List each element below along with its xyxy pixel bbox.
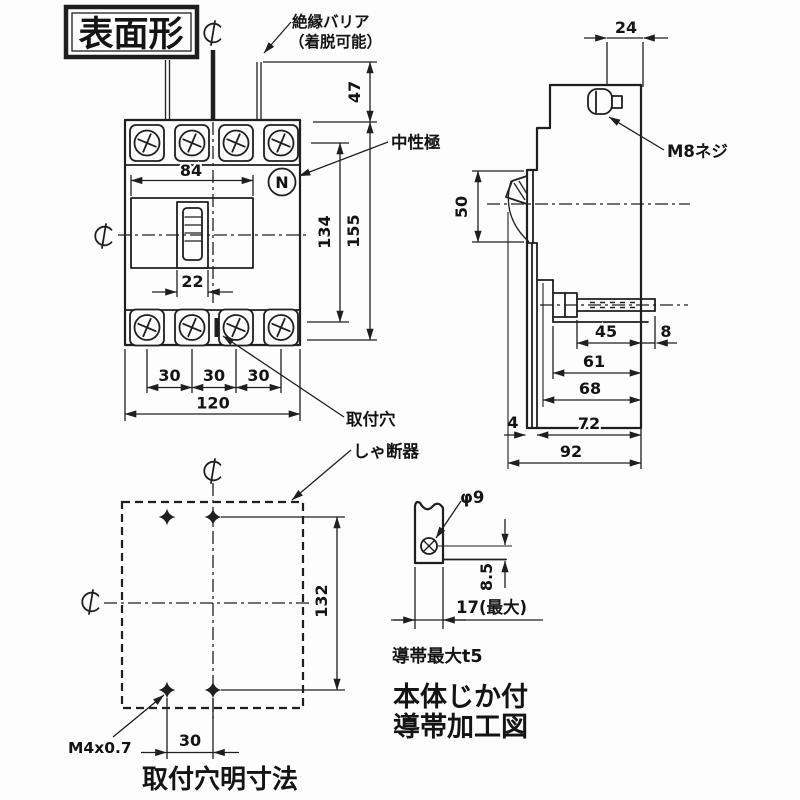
- svg-text:72: 72: [578, 414, 600, 433]
- m4-screw-label: M4x0.7: [68, 694, 165, 757]
- mounting-hole-label: 取付穴: [222, 335, 396, 429]
- svg-text:68: 68: [579, 379, 601, 398]
- svg-text:M4x0.7: M4x0.7: [68, 739, 132, 757]
- dim-depth-overall: 92: [507, 212, 642, 469]
- svg-text:絶縁バリア: 絶縁バリア: [292, 12, 370, 31]
- svg-text:17(最大): 17(最大): [456, 597, 527, 617]
- dim-cover-width: 84: [130, 159, 254, 196]
- svg-text:しゃ断器: しゃ断器: [353, 441, 420, 461]
- dim-hole-offset: 8.5: [475, 519, 509, 593]
- title-block: 表面形: [63, 4, 200, 60]
- svg-text:30: 30: [247, 366, 269, 385]
- svg-text:取付穴: 取付穴: [346, 409, 396, 429]
- m8-screw-label: M8ネジ: [608, 116, 728, 161]
- mounting-layout-caption: 取付穴明寸法: [142, 765, 298, 795]
- svg-text:132: 132: [312, 584, 331, 617]
- dim-pole-pitch: 30 30 30: [146, 349, 282, 393]
- side-view: 24 M8ネジ: [450, 16, 728, 469]
- svg-text:8.5: 8.5: [477, 563, 496, 591]
- strip-note: 導帯最大t5: [392, 646, 483, 667]
- svg-text:4: 4: [507, 413, 518, 432]
- side-profile: [525, 83, 643, 430]
- dim-depth-body: 68: [542, 283, 642, 407]
- neutral-marker-letter: N: [275, 173, 288, 192]
- svg-text:22: 22: [181, 272, 203, 291]
- front-view: N 84 22 47 155: [94, 12, 441, 501]
- svg-text:45: 45: [595, 322, 617, 341]
- dim-width-overall: 120: [124, 349, 301, 421]
- centerline-icon: [203, 20, 222, 46]
- dim-hole-vertical-pitch: 132: [221, 516, 345, 691]
- busbar-hole: [420, 537, 438, 555]
- svg-text:30: 30: [179, 731, 201, 750]
- dim-height-inner: 134: [307, 142, 349, 323]
- dim-handle-height: 50: [450, 170, 524, 243]
- svg-text:24: 24: [615, 18, 637, 37]
- dim-stud-protrusion: 8: [641, 316, 677, 349]
- svg-text:（着脱可能）: （着脱可能）: [289, 32, 382, 51]
- mounting-hole-slot: [214, 318, 220, 337]
- mounting-layout: 132 30 M4x0.7 取付穴明寸法: [68, 458, 345, 795]
- centerline-icon: [81, 589, 100, 615]
- svg-text:92: 92: [560, 442, 582, 461]
- dim-width-max: 17(最大): [391, 567, 543, 629]
- centerline-icon: [203, 458, 222, 484]
- svg-text:134: 134: [315, 215, 334, 248]
- svg-text:47: 47: [345, 81, 364, 103]
- busbar-detail: φ9 8.5 17(最大) 導帯最大t5 本体じか付 導帯加工図: [391, 488, 543, 743]
- busbar-caption-line2: 導帯加工図: [393, 711, 528, 743]
- dim-handle-width: 22: [152, 270, 233, 297]
- dim-barrier-height: 47: [263, 61, 377, 123]
- busbar-caption-line1: 本体じか付: [393, 682, 528, 713]
- svg-text:8: 8: [660, 322, 671, 341]
- svg-text:50: 50: [452, 196, 471, 218]
- dim-height-overall: 155: [307, 121, 377, 341]
- dim-hole-diameter: φ9: [435, 488, 484, 539]
- svg-text:中性極: 中性極: [391, 132, 441, 152]
- dim-stud-length: 45: [576, 320, 642, 349]
- svg-text:84: 84: [180, 161, 202, 180]
- dim-top-width: 24: [584, 16, 668, 87]
- svg-text:30: 30: [203, 366, 225, 385]
- side-handle: [505, 175, 530, 243]
- svg-text:M8ネジ: M8ネジ: [667, 142, 728, 161]
- insulation-barrier-lines: [164, 50, 262, 120]
- m8-screw: [587, 88, 623, 115]
- centerline-icon: [94, 223, 113, 249]
- svg-text:φ9: φ9: [460, 488, 484, 507]
- svg-text:30: 30: [158, 366, 180, 385]
- insulation-barrier-label: 絶縁バリア （着脱可能）: [263, 12, 382, 54]
- svg-text:120: 120: [196, 394, 229, 413]
- dim-hole-horizontal-pitch: 30: [141, 698, 239, 759]
- neutral-pole-label: 中性極: [298, 132, 441, 177]
- svg-text:61: 61: [583, 352, 605, 371]
- page-title: 表面形: [78, 15, 183, 55]
- breaker-label: しゃ断器: [291, 441, 420, 501]
- svg-text:155: 155: [344, 214, 363, 247]
- dim-depth-terminal: 61: [552, 326, 642, 379]
- neutral-marker: N: [267, 167, 297, 197]
